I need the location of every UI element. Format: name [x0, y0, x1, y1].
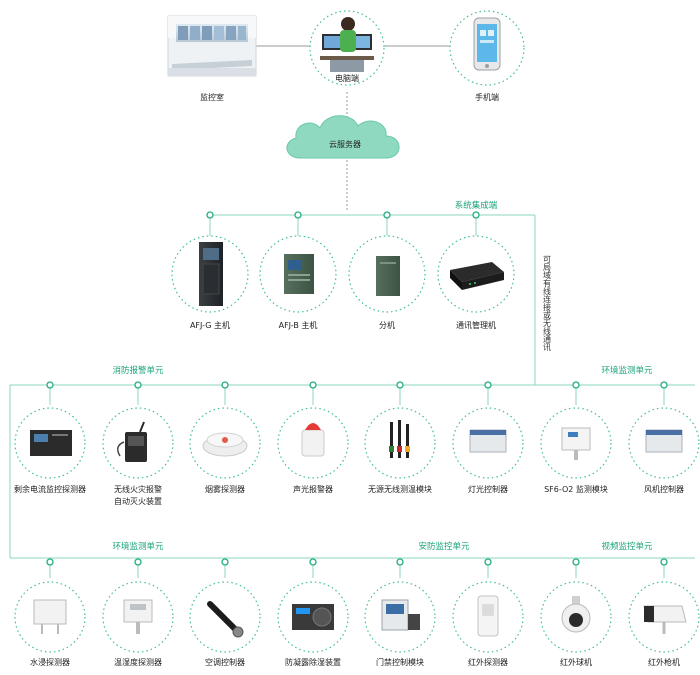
svg-text:线: 线 [543, 326, 551, 336]
svg-text:域: 域 [543, 270, 551, 280]
temperature-humidity-detector-icon [123, 599, 153, 634]
svg-text:通: 通 [543, 334, 551, 344]
row2-device-label: 防凝露除湿装置 [285, 657, 341, 667]
row1-device-label: 无线火灾报警 [114, 484, 162, 494]
cloud-icon [286, 115, 400, 159]
infrared-bullet-camera-icon [643, 605, 687, 634]
row2-device-label: 门禁控制模块 [376, 657, 424, 667]
smoke-detector-icon [202, 432, 248, 457]
row2-device-label: 空调控制器 [205, 657, 245, 667]
section-video: 视频监控单元 [601, 541, 653, 552]
svg-text:或: 或 [543, 310, 551, 320]
row2-device-label: 水浸探测器 [30, 657, 70, 667]
svg-text:讯: 讯 [543, 343, 551, 352]
row1-device-label: SF6-O2 监测模块 [544, 484, 608, 494]
section-security: 安防监控单元 [418, 541, 470, 552]
anti-condensation-dehumidifier-icon [292, 604, 334, 630]
smartphone-icon [473, 17, 501, 71]
afj-b-panel-icon [284, 254, 314, 294]
section-fire-alarm: 消防报警单元 [112, 365, 164, 376]
operator-at-computer-icon [320, 17, 374, 72]
section-env-monitor: 环境监测单元 [601, 365, 653, 376]
row1-device-label: 灯光控制器 [468, 484, 508, 494]
access-control-module-icon [381, 599, 420, 631]
comm-manager-icon [450, 262, 504, 290]
sound-light-alarm-icon [301, 423, 325, 457]
mobile-client-label: 手机端 [475, 92, 499, 102]
water-leak-detector-icon [33, 599, 67, 634]
section-env-monitor-2: 环境监测单元 [112, 541, 164, 552]
monitor-room-label: 监控室 [200, 92, 224, 102]
air-conditioner-controller-icon [207, 601, 244, 638]
row2-device-label: 温湿度探测器 [114, 657, 162, 667]
svg-text:可: 可 [543, 255, 551, 264]
system-device-label: 分机 [379, 320, 395, 330]
infrared-detector-icon [477, 595, 499, 637]
monitor-room-photo [167, 15, 257, 77]
sf6-o2-module-icon [561, 427, 591, 460]
row2-device-label: 红外探测器 [468, 657, 508, 667]
infrared-dome-camera-icon [561, 596, 591, 633]
system-title: 系统集成端 [455, 200, 498, 211]
link-note: 可 局 域 有 线 连 接 或 无 线 通 讯 [543, 255, 551, 352]
row1-device-label: 无源无线测温模块 [368, 484, 432, 494]
fan-controller-icon [645, 429, 683, 453]
system-integration-tier: 系统集成端 [171, 200, 551, 385]
field-row-2: 环境监测单元 安防监控单元 视频监控单元 [10, 541, 700, 667]
system-device-label: AFJ-B 主机 [279, 320, 318, 330]
svg-text:有: 有 [543, 278, 551, 288]
system-device-label: 通讯管理机 [456, 320, 496, 330]
row1-device-label: 风机控制器 [644, 484, 684, 494]
field-row-1: 消防报警单元 环境监测单元 [9, 365, 700, 558]
row2-device-label: 红外球机 [560, 657, 592, 667]
top-tier: 监控室 电脑端 [167, 10, 525, 210]
pc-client-label: 电脑端 [335, 73, 359, 83]
svg-text:局: 局 [543, 263, 551, 272]
row1-device-label: 声光报警器 [293, 484, 333, 494]
wireless-temperature-module-icon [389, 420, 410, 458]
wireless-fire-extinguisher-icon [117, 421, 147, 462]
svg-text:接: 接 [543, 302, 551, 312]
afj-g-cabinet-icon [199, 242, 223, 306]
mobile-client-node [449, 10, 525, 86]
row1-device-label: 剩余电流监控探测器 [14, 484, 86, 494]
row1-device-label: 烟雾探测器 [205, 484, 245, 494]
cloud-label: 云服务器 [329, 139, 361, 149]
svg-text:连: 连 [543, 294, 551, 304]
system-device-label: AFJ-G 主机 [190, 320, 230, 330]
row1-device-label: 自动灭火装置 [114, 496, 162, 506]
residual-current-detector-icon [30, 430, 72, 456]
svg-text:线: 线 [543, 286, 551, 296]
pc-client-node [309, 10, 385, 86]
svg-text:无: 无 [543, 319, 551, 328]
lighting-controller-icon [469, 429, 507, 453]
sub-unit-icon [376, 256, 400, 296]
row2-device-label: 红外枪机 [648, 657, 680, 667]
